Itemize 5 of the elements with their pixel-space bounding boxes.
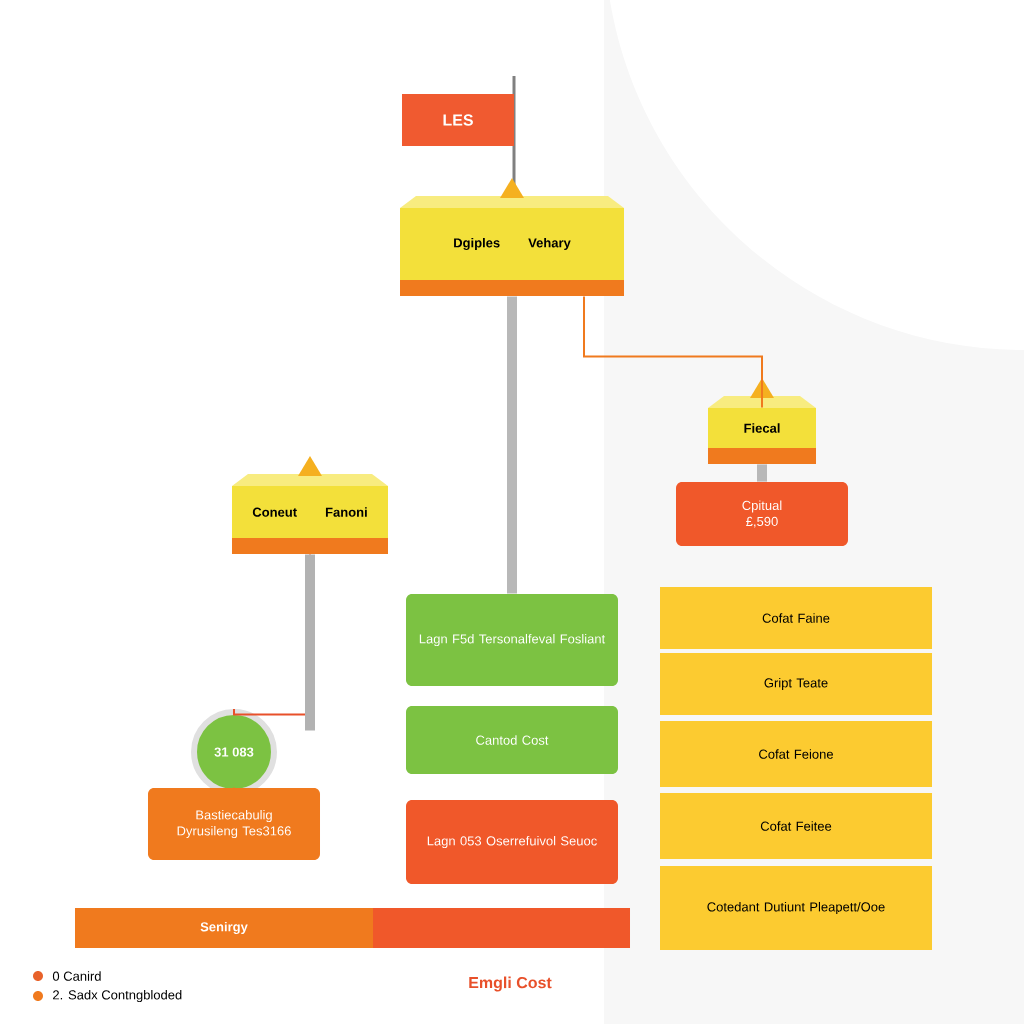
flag: LES xyxy=(402,76,516,192)
connector xyxy=(507,296,517,594)
caption-label: Emgli Cost xyxy=(469,976,552,992)
connector xyxy=(757,464,767,482)
connector xyxy=(583,295,763,409)
